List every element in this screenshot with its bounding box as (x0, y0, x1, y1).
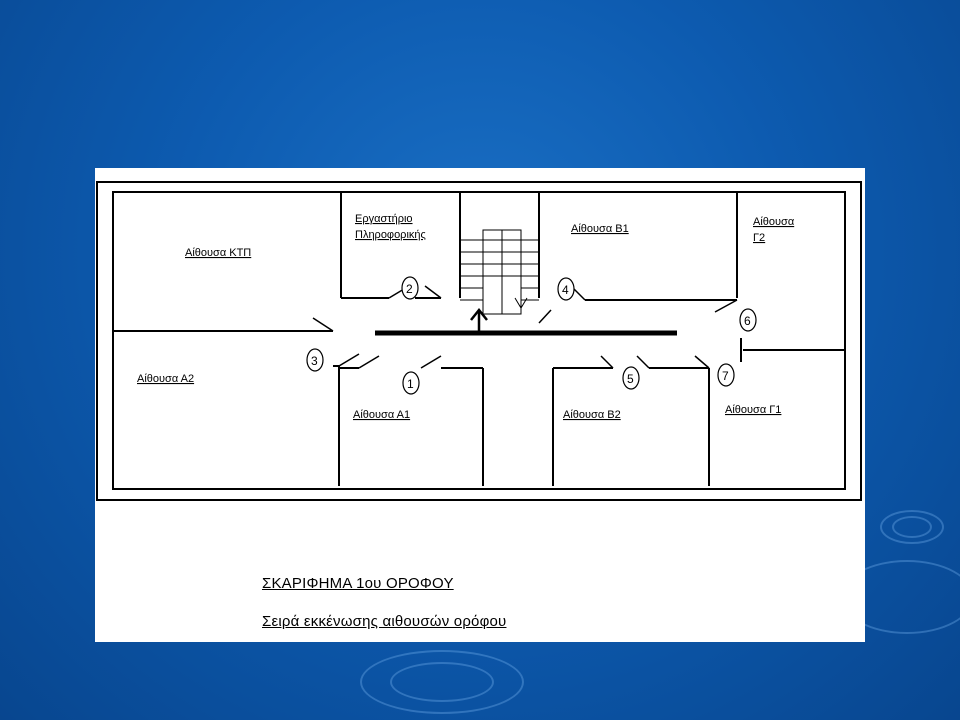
marker-6-label: 6 (744, 314, 751, 328)
marker-4-circle (557, 277, 575, 301)
floor-plan-drawing: Αίθουσα ΚΤΠ Εργαστήριο Πληροφορικής Αίθο… (96, 181, 862, 501)
marker-2-circle (401, 276, 419, 300)
door-6 (714, 299, 738, 313)
door-7 (694, 355, 710, 369)
door-5 (600, 355, 614, 369)
room-label-ktp: Αίθουσα ΚΤΠ (185, 247, 251, 259)
marker-5-circle (622, 366, 640, 390)
room-label-lab-line1: Εργαστήριο (355, 213, 413, 225)
ripple-decoration (360, 650, 524, 714)
marker-2-label: 2 (406, 282, 413, 296)
room-label-b1: Αίθουσα Β1 (571, 223, 629, 235)
marker-5-label: 5 (627, 372, 634, 386)
room-label-a2: Αίθουσα Α2 (137, 373, 194, 385)
marker-7-circle (717, 363, 735, 387)
room-label-a1: Αίθουσα Α1 (353, 409, 410, 421)
staircase (460, 229, 539, 315)
outer-wall-outer (96, 181, 862, 501)
room-label-b2: Αίθουσα Β2 (563, 409, 621, 421)
marker-7-label: 7 (722, 369, 729, 383)
door-3 (338, 353, 360, 367)
room-label-g1: Αίθουσα Γ1 (725, 404, 781, 416)
marker-3-circle (306, 348, 324, 372)
sketch-title: ΣΚΑΡΙΦΗΜΑ 1ου ΟΡΟΦΟΥ (262, 575, 454, 592)
marker-3-label: 3 (311, 354, 318, 368)
room-label-g2-line2: Γ2 (753, 232, 765, 244)
door-1 (420, 355, 442, 369)
room-label-g2-line1: Αίθουσα (753, 216, 795, 228)
marker-6-circle (739, 308, 757, 332)
ripple-decoration (390, 662, 494, 702)
marker-4-label: 4 (562, 283, 569, 297)
outer-wall-inner (112, 191, 846, 490)
ripple-decoration (880, 510, 944, 544)
floor-plan-sheet: Αίθουσα ΚΤΠ Εργαστήριο Πληροφορικής Αίθο… (95, 168, 865, 642)
exit-arrow (470, 307, 488, 333)
marker-1-label: 1 (407, 377, 414, 391)
room-label-lab-line2: Πληροφορικής (355, 229, 426, 241)
sketch-subtitle: Σειρά εκκένωσης αιθουσών ορόφου (262, 613, 507, 630)
marker-1-circle (402, 371, 420, 395)
ripple-decoration (892, 516, 932, 538)
